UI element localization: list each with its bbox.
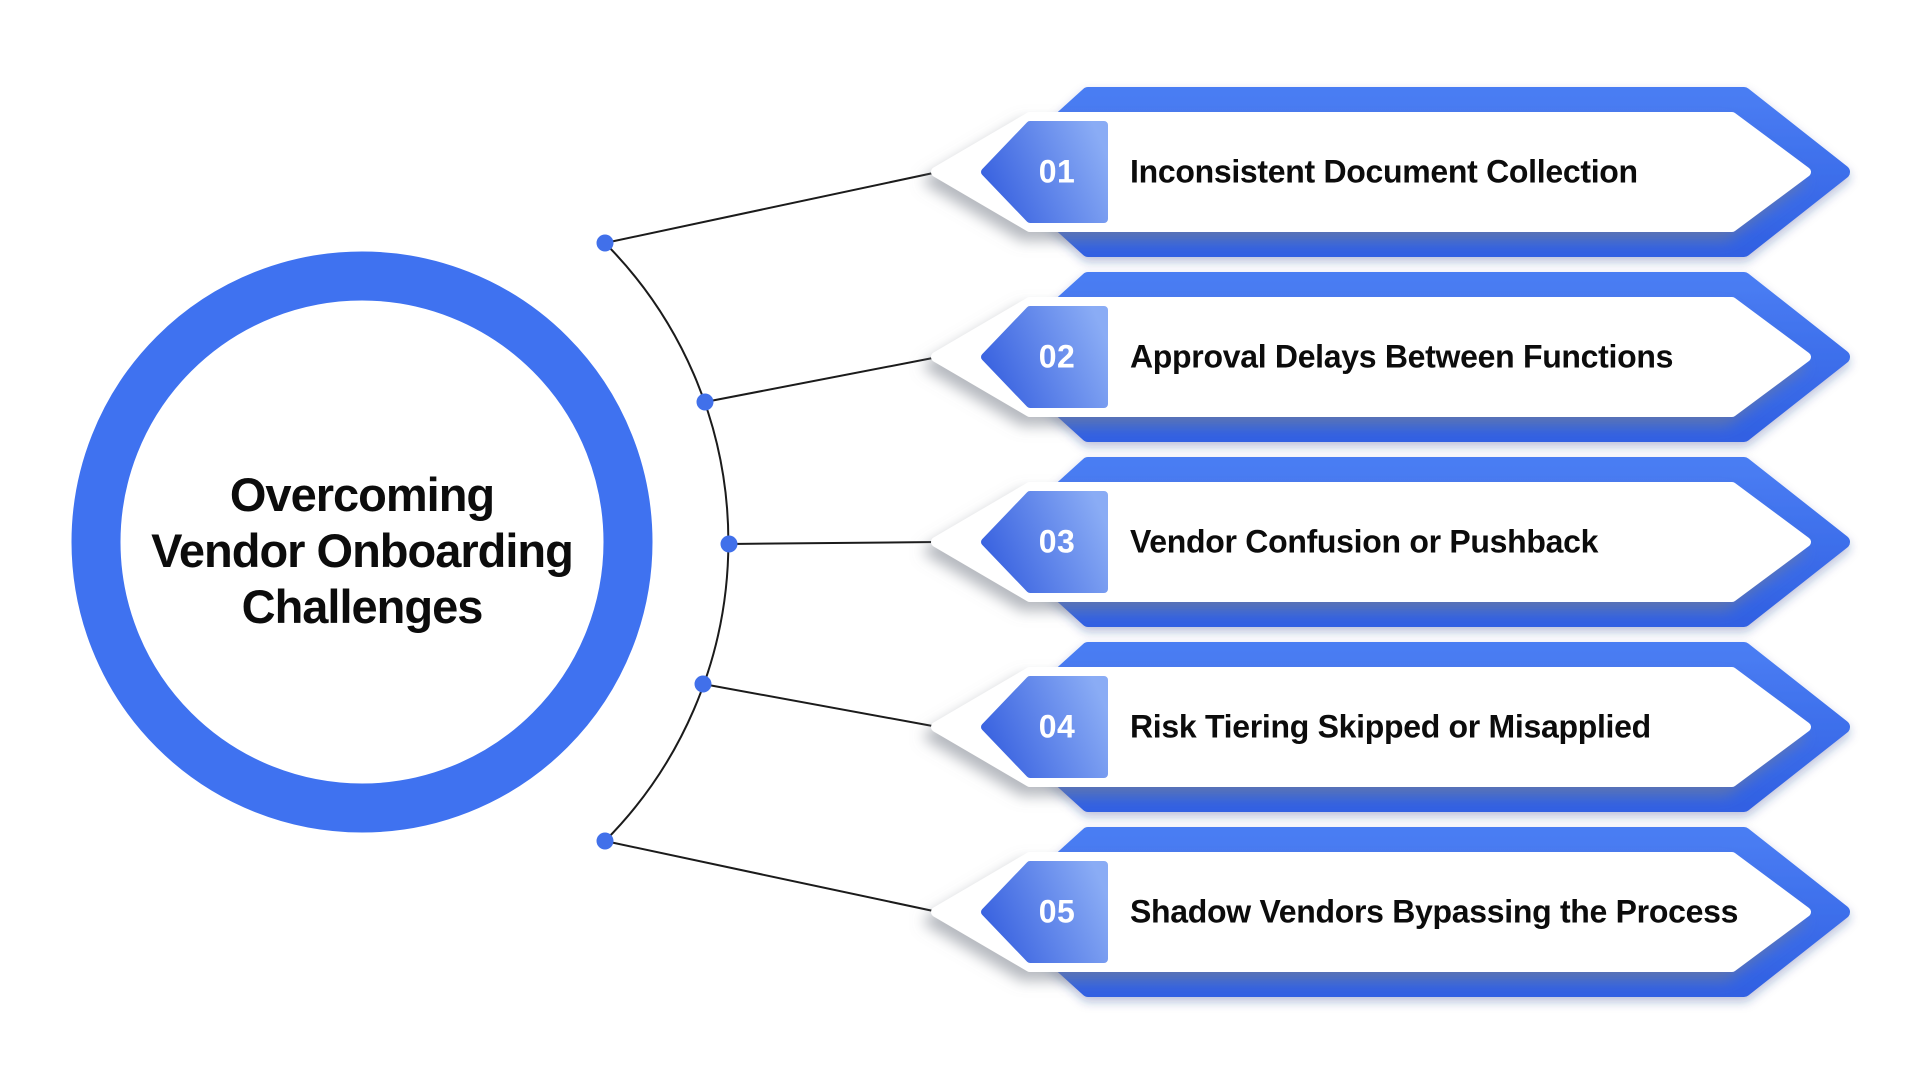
connector-dot xyxy=(596,832,614,850)
banner-title: Shadow Vendors Bypassing the Process xyxy=(1130,893,1739,930)
connector-dot xyxy=(694,675,712,693)
banner-row: 02 Approval Delays Between Functions xyxy=(0,297,1920,417)
banner-front-arrow xyxy=(931,482,1811,602)
connector-line xyxy=(702,683,939,728)
banner-title: Risk Tiering Skipped or Misapplied xyxy=(1130,708,1651,745)
banner-shapes xyxy=(931,87,1850,997)
banner-row: 01 Inconsistent Document Collection xyxy=(0,112,1920,232)
connector-line xyxy=(604,171,939,244)
banner-shape-group xyxy=(931,827,1850,997)
hub-title: Overcoming Vendor Onboarding Challenges xyxy=(62,467,662,635)
hub-title-line-3: Challenges xyxy=(241,580,484,633)
banner-number-label: 03 xyxy=(1038,523,1076,560)
banner-shape-group xyxy=(931,87,1850,257)
hub-title-line-1: Overcoming xyxy=(229,468,495,521)
connector-dot xyxy=(596,234,614,252)
banner-number-badge xyxy=(981,491,1108,593)
banner-number-badge xyxy=(981,121,1108,223)
banner-row: 04 Risk Tiering Skipped or Misapplied xyxy=(0,667,1920,787)
banner-front-arrow xyxy=(931,667,1811,787)
banner-shape-group xyxy=(931,642,1850,812)
banner-number-label: 04 xyxy=(1038,708,1076,745)
banner-row: 05 Shadow Vendors Bypassing the Process xyxy=(0,852,1920,972)
banner-number-label: 05 xyxy=(1038,893,1076,930)
banner-title: Vendor Confusion or Pushback xyxy=(1130,523,1599,560)
banner-title: Inconsistent Document Collection xyxy=(1130,153,1638,190)
banner-front-arrow xyxy=(931,297,1811,417)
connector-lines xyxy=(604,171,939,913)
hub-title-line-2: Vendor Onboarding xyxy=(151,524,574,577)
banner-row: 03 Vendor Confusion or Pushback xyxy=(0,482,1920,602)
banner-front-arrow xyxy=(931,852,1811,972)
banner-front-arrow xyxy=(931,112,1811,232)
connector-dot xyxy=(720,535,738,553)
banner-number-badge xyxy=(981,676,1108,778)
connector-dot xyxy=(696,393,714,411)
banner-number-label: 01 xyxy=(1038,153,1076,190)
connector-line xyxy=(704,356,939,403)
banner-shape-group xyxy=(931,457,1850,627)
banner-shape-group xyxy=(931,272,1850,442)
hub-ring xyxy=(71,251,653,833)
connector-dots xyxy=(596,234,738,850)
banner-number-label: 02 xyxy=(1038,338,1076,375)
connector-line xyxy=(604,840,939,913)
connector-line xyxy=(728,541,939,545)
banner-number-badge xyxy=(981,861,1108,963)
banner-number-badge xyxy=(981,306,1108,408)
banner-title: Approval Delays Between Functions xyxy=(1130,338,1674,375)
